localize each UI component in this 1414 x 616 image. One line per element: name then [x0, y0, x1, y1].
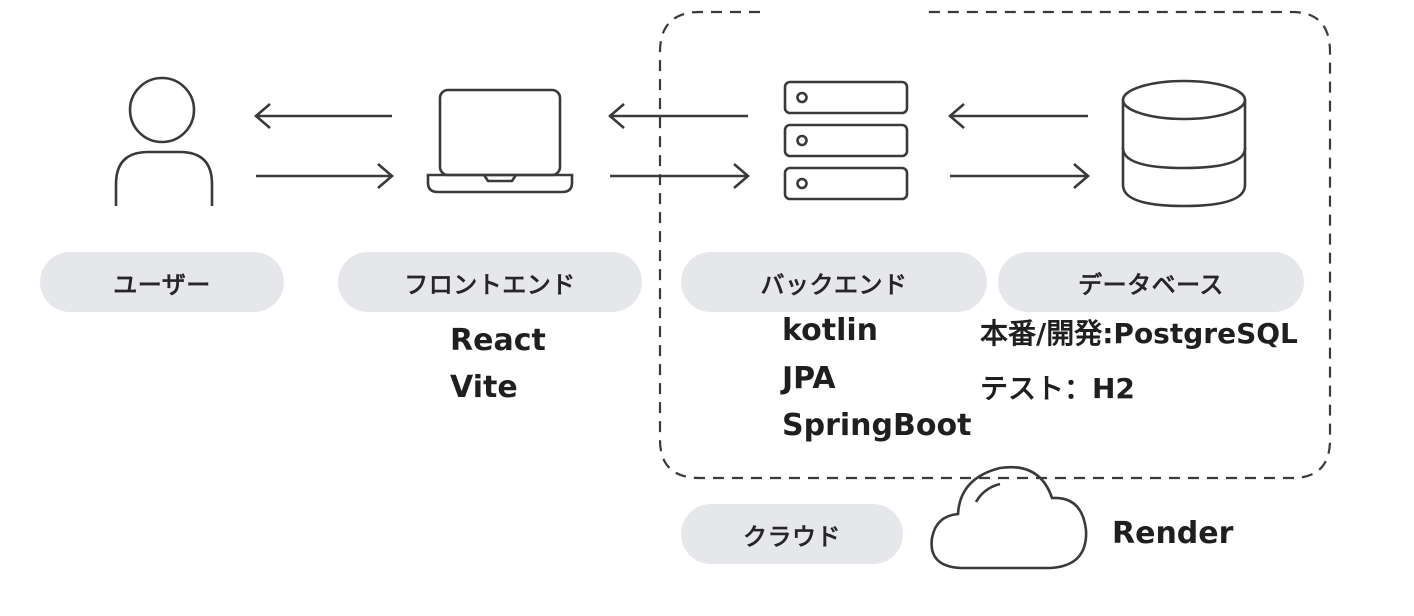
person-icon: [114, 76, 214, 206]
arrow-backend-to-frontend: [608, 103, 748, 129]
database-tech-test: テスト：H2: [980, 372, 1135, 405]
arrow-user-to-frontend: [256, 163, 394, 189]
arrow-backend-to-database: [950, 163, 1090, 189]
cloud-provider: Render: [1112, 516, 1234, 551]
backend-tech-jpa: JPA: [782, 361, 836, 396]
backend-tech-springboot: SpringBoot: [782, 408, 972, 443]
server-icon: [783, 80, 909, 201]
arrow-frontend-to-backend: [610, 163, 750, 189]
database-tech-prod: 本番/開発:PostgreSQL: [980, 317, 1298, 350]
arrow-database-to-backend: [948, 103, 1088, 129]
laptop-icon: [426, 88, 574, 194]
database-label: データベース: [998, 252, 1304, 312]
backend-label: バックエンド: [681, 252, 987, 312]
frontend-tech-vite: Vite: [450, 370, 518, 405]
cloud-label: クラウド: [681, 504, 903, 564]
cloud-icon: [930, 465, 1088, 570]
user-label: ユーザー: [40, 252, 284, 312]
frontend-tech-react: React: [450, 323, 546, 358]
cloud-boundary: [658, 10, 1332, 480]
backend-tech-kotlin: kotlin: [782, 313, 879, 348]
frontend-label: フロントエンド: [338, 252, 642, 312]
arrow-frontend-to-user: [254, 103, 392, 129]
database-icon: [1121, 79, 1247, 208]
